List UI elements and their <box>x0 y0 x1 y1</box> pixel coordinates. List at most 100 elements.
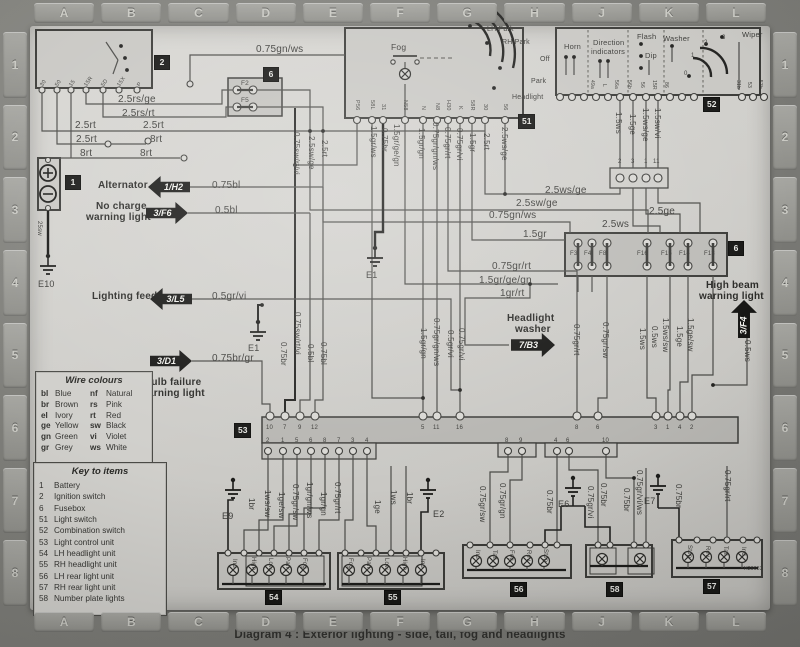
colour-code: gr <box>41 443 50 453</box>
wire-label: 8rt <box>80 148 93 159</box>
wire-label: 0.5ws <box>743 340 752 362</box>
key-item-name: LH headlight unit <box>54 548 116 558</box>
key-item: 54 LH headlight unit <box>39 548 161 559</box>
key-item-name: Light switch <box>54 514 97 524</box>
wire-label: 0.5gr/vi <box>212 291 247 302</box>
component-caption: No charge <box>96 201 147 212</box>
colour-code: nf <box>90 389 98 398</box>
grid-tab-8: 8 <box>773 540 797 606</box>
colour-code: br <box>41 399 50 409</box>
wire-label: LH Park <box>487 26 514 33</box>
terminal-label: 8 <box>505 438 509 444</box>
terminal-label: N <box>420 106 426 111</box>
wire-label: 2.5ws/ge <box>545 185 587 196</box>
circuit-ref-code: 3/D1 <box>156 355 176 366</box>
colour-code: ge <box>41 421 51 431</box>
terminal-label: 6 <box>566 438 570 444</box>
wire-label: 0.5bl <box>215 205 238 216</box>
terminal-label: 3 <box>631 159 635 165</box>
grid-tab-h: H <box>504 612 565 632</box>
wire-label: E9 <box>222 511 234 521</box>
terminal-label: Tail <box>491 550 497 560</box>
key-item-number: 54 <box>39 548 49 558</box>
wire-label: 1.5gr/ge/gn <box>479 275 532 286</box>
terminal-label: 7 <box>283 425 287 431</box>
wire-label: 0.75gr/vi <box>586 486 595 519</box>
wire-label: 1.5gr/gn <box>417 128 426 159</box>
wire-label: 0.75br/gr <box>212 353 254 364</box>
component-id-tag: 55 <box>385 591 401 604</box>
colour-code: rt <box>90 410 96 420</box>
terminal-label: 53b <box>757 80 763 89</box>
wire-label: 2.5rt <box>482 133 491 151</box>
terminal-label: 56 <box>502 104 508 111</box>
terminal-label: 10 <box>602 438 610 444</box>
terminal-label: Park <box>365 557 371 571</box>
component-id-tag: 1 <box>66 176 80 189</box>
wire-label: 8rt <box>140 148 153 159</box>
terminal-label: 53 <box>746 82 752 88</box>
terminal-label: Ind <box>740 547 746 556</box>
terminal-label: 31 <box>380 104 386 111</box>
terminal-label: 3 <box>351 438 355 444</box>
drawing-ref: H29033 <box>744 566 763 572</box>
grid-tab-5: 5 <box>773 322 797 389</box>
terminal-label: 2 <box>704 40 708 46</box>
terminal-label: L <box>601 84 607 87</box>
component-id-tag: 6 <box>264 68 278 81</box>
terminal-label: Ind <box>474 550 480 559</box>
wire-label: 1.5ge <box>628 114 637 136</box>
wire-label: Flash <box>637 32 657 41</box>
grid-tab-2: 2 <box>3 104 27 171</box>
terminal-label: 4 <box>554 438 558 444</box>
wire-label: 1br <box>405 492 414 505</box>
terminal-label: 2 <box>618 159 622 165</box>
terminal-label: Low <box>383 558 389 570</box>
key-item-number: 6 <box>39 503 44 513</box>
wire-label: 2.5rs/ge <box>118 94 156 105</box>
wire-label: 2.5rt <box>143 120 165 131</box>
wire-label: 0.75gr/vi/ws <box>635 470 644 516</box>
key-item-number: 51 <box>39 514 49 524</box>
wire-label: 0.75gr/gn/ws <box>431 122 440 171</box>
terminal-label: Ind <box>231 559 237 568</box>
terminal-label: Rev <box>525 550 531 562</box>
wire-label: E2 <box>433 509 445 519</box>
wire-label: Off <box>540 56 550 63</box>
wire-label: 0.75br <box>622 488 631 512</box>
key-item-number: 55 <box>39 560 49 570</box>
terminal-label: N58 <box>402 100 408 111</box>
wire-label: 1.5gr/ws <box>369 126 378 158</box>
terminal-label: 5 <box>421 425 425 431</box>
wire-label: 0.75bl <box>212 180 241 191</box>
wire-label: 1gr/gn <box>319 492 328 516</box>
terminal-label: Low <box>267 558 273 570</box>
wire-label: 0.75gr/rt <box>572 324 581 356</box>
grid-tab-b: B <box>101 612 162 632</box>
diagram-caption: Diagram 4 : Exterior lighting - side, ta… <box>234 629 566 641</box>
terminal-label: High <box>401 557 407 571</box>
wire-label: E1 <box>366 270 378 280</box>
wire-label: 1ge/sw <box>277 492 286 519</box>
terminal-label: 56b <box>626 80 632 89</box>
wire-label: 0.75gr/sw <box>478 486 487 523</box>
grid-tab-j: J <box>571 612 632 632</box>
wire-label: 0.75sw/rt/vi <box>292 132 301 175</box>
wire-label: indicators <box>591 47 626 56</box>
colour-name: Grey <box>55 443 73 453</box>
terminal-label: 3 <box>722 35 726 41</box>
wire-label: 1gr/rt <box>500 288 525 299</box>
terminal-label: 2 <box>690 425 694 431</box>
grid-tab-6: 6 <box>773 395 797 461</box>
terminal-label: 12 <box>311 425 319 431</box>
colour-name: Violet <box>106 432 127 442</box>
